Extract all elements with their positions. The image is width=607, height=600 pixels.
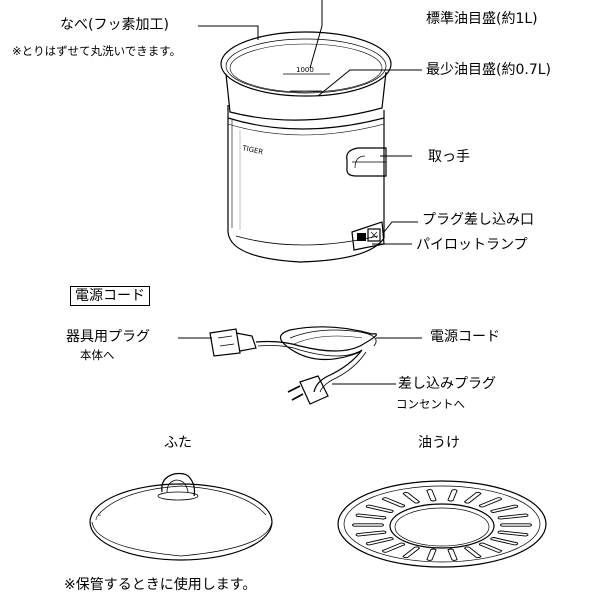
tray-slot (355, 513, 387, 520)
tray-slot (447, 548, 458, 561)
pot-pointer-lines (198, 0, 422, 245)
power-cord-label: 電源コード (430, 329, 500, 345)
power-cord-illustration (209, 326, 378, 405)
oil-tray-illustration (337, 480, 547, 568)
cord-pointer-lines (178, 337, 422, 385)
tray-slot (497, 513, 529, 520)
tray-slot (381, 497, 406, 508)
handle-label: 取っ手 (428, 149, 470, 165)
cord-section-title: 電源コード (70, 286, 150, 306)
tray-slot (463, 546, 482, 559)
brand-logo: TIGER (241, 144, 264, 156)
tray-slots (352, 489, 532, 561)
fryer-pot-illustration: TIGER 1000 (220, 31, 392, 263)
appliance-plug-note: 本体へ (80, 348, 115, 362)
lid-illustration (89, 472, 273, 561)
tray-slot (365, 537, 394, 546)
tray-slot (500, 523, 532, 527)
plug-inlet-label: プラグ差し込み口 (422, 212, 534, 228)
level-mark-text: 1000 (296, 66, 314, 74)
tray-slot (355, 530, 387, 537)
tray-slot (447, 489, 458, 502)
pilot-lamp-label: パイロットランプ (416, 237, 528, 253)
tray-slot (365, 504, 394, 513)
tray-slot (402, 491, 421, 504)
tray-slot (426, 489, 437, 502)
oil-tray-label: 油うけ (418, 435, 460, 451)
insert-plug-note: コンセントへ (396, 397, 465, 411)
tray-slot (426, 548, 437, 561)
appliance-plug-label: 器具用プラグ (66, 329, 150, 345)
tray-slot (490, 504, 519, 513)
pot-label: なべ(フッ素加工) (60, 17, 169, 33)
tray-slot (497, 530, 529, 537)
tray-slot (352, 523, 384, 527)
tray-slot (478, 542, 503, 553)
lid-label: ふた (164, 435, 192, 451)
tray-slot (490, 537, 519, 546)
tray-slot (402, 546, 421, 559)
pot-note: ※とりはずせて丸洗いできます。 (12, 44, 182, 58)
standard-oil-mark-label: 標準油目盛(約1L) (426, 11, 538, 27)
min-oil-mark-label: 最少油目盛(約0.7L) (426, 62, 551, 78)
tray-slot (478, 497, 503, 508)
tray-slot (463, 491, 482, 504)
insert-plug-label: 差し込みプラグ (398, 376, 496, 392)
tray-slot (381, 542, 406, 553)
storage-note: ※保管するときに使用します。 (64, 577, 257, 593)
